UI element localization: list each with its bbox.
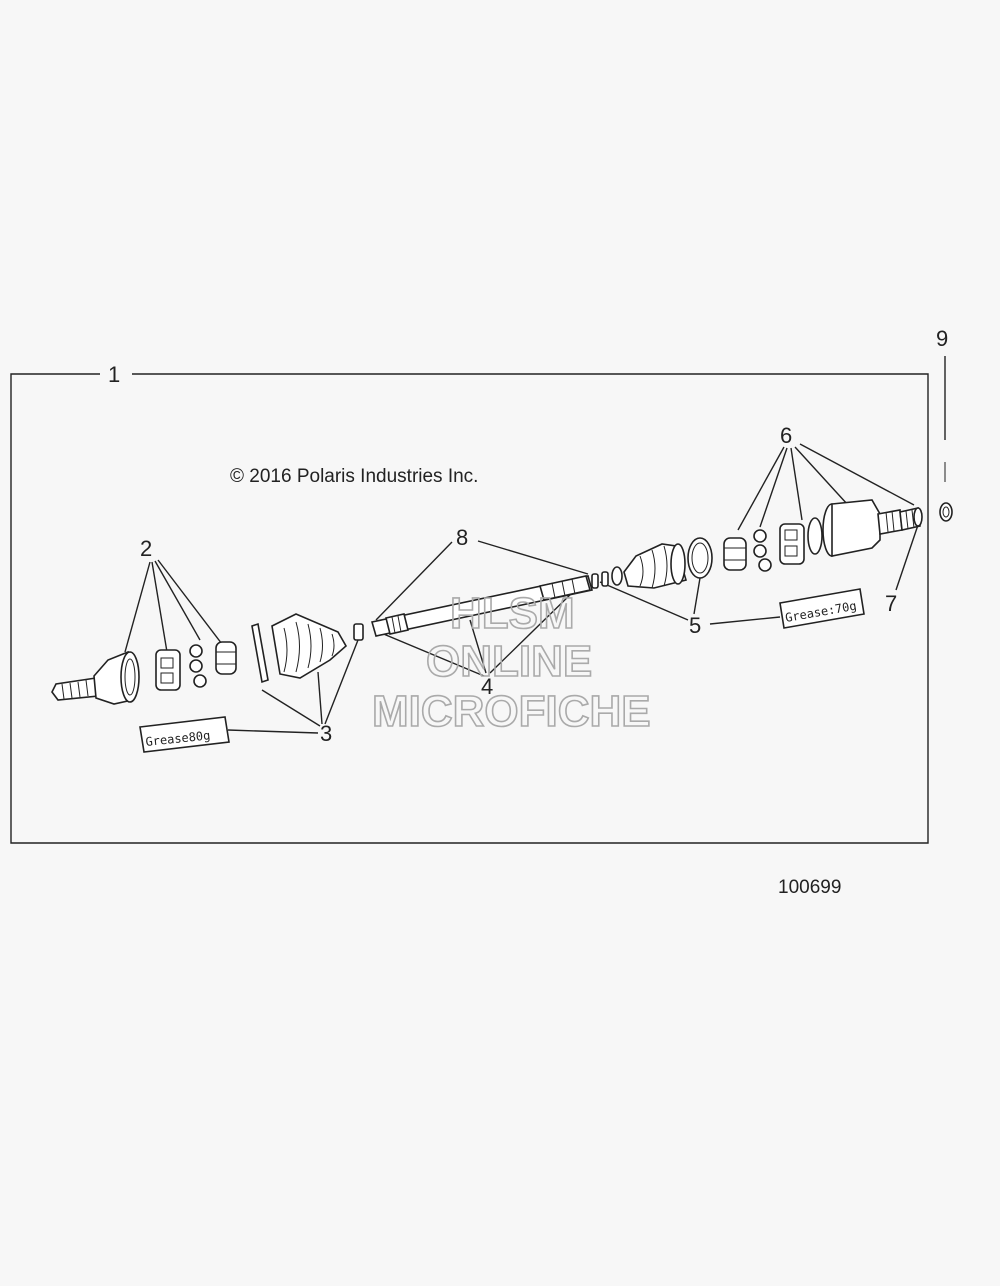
callout-3: 3	[320, 721, 332, 746]
boot-clamp-small	[353, 623, 364, 641]
outer-boot-clamp	[687, 537, 713, 579]
outer-boot	[623, 543, 688, 589]
cv-joint-cage-right	[723, 537, 747, 571]
cv-balls	[189, 644, 207, 688]
callout-7: 7	[885, 591, 897, 616]
part-9-ring	[939, 356, 953, 522]
callout-8: 8	[456, 525, 468, 550]
cv-joint-race	[779, 523, 805, 565]
callout-5: 5	[689, 613, 701, 638]
watermark-line-3: MICROFICHE	[372, 687, 651, 736]
grease-label-inner: Grease80g	[145, 728, 211, 749]
watermark-line-1: HLSM	[450, 589, 575, 638]
callout-4: 4	[481, 674, 493, 699]
axle-shaft	[370, 575, 594, 637]
cv-cage	[155, 649, 181, 691]
grease-tag-outer: Grease:70g	[779, 588, 865, 629]
inner-cv-housing	[822, 499, 921, 557]
callout-1: 1	[108, 362, 120, 387]
cv-inner-race	[215, 641, 237, 675]
boot-clamp-large	[251, 622, 269, 684]
leader-lines	[124, 443, 919, 734]
copyright-text: © 2016 Polaris Industries Inc.	[230, 466, 478, 487]
assembly-frame	[10, 373, 929, 844]
callout-9: 9	[936, 326, 948, 351]
inner-boot	[271, 613, 348, 679]
callout-2: 2	[140, 536, 152, 561]
outer-cv-stub-shaft	[51, 677, 99, 701]
figure-number: 100699	[778, 877, 841, 898]
watermark-line-2: ONLINE	[426, 637, 592, 686]
dampener-rings	[591, 566, 623, 589]
part-7-end-ring	[913, 507, 923, 527]
watermark: HLSM ONLINE MICROFICHE	[371, 588, 651, 737]
outer-cv-housing	[93, 650, 140, 705]
grease-tag-inner: Grease80g	[139, 716, 230, 753]
cv-joint-balls	[753, 529, 772, 572]
callout-6: 6	[780, 423, 792, 448]
cv-joint-circlip	[807, 517, 823, 555]
